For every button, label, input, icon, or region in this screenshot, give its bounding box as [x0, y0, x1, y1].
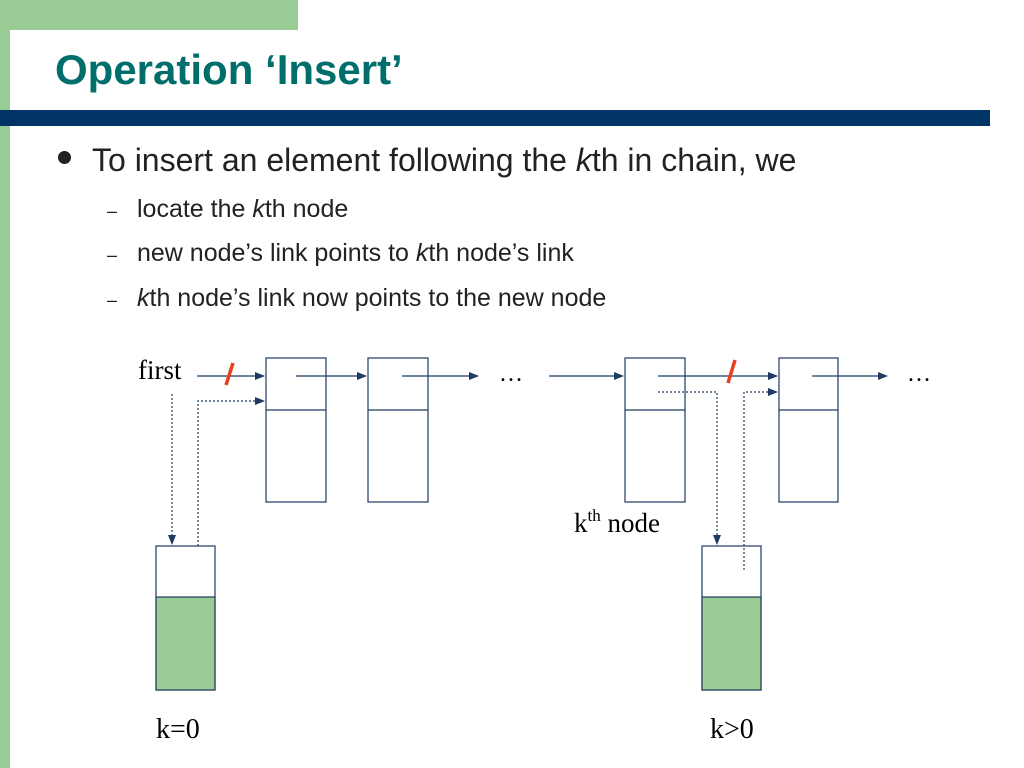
- slide-title: Operation ‘Insert’: [55, 46, 403, 93]
- new-node-to-successor-dotted-arrow: [743, 388, 778, 570]
- dash-icon: –: [107, 245, 118, 265]
- kth-node: [624, 357, 686, 503]
- chain-node-2: [367, 357, 429, 503]
- break-mark-first-link: [224, 362, 235, 386]
- left-green-strip: [0, 0, 10, 768]
- dash-icon: –: [107, 290, 118, 310]
- sub-bullet-text: locate the kth node: [137, 195, 349, 223]
- successor-node: [778, 357, 839, 503]
- sub-bullet-text: new node’s link points to kth node’s lin…: [137, 239, 574, 267]
- first-pointer-label: first: [138, 355, 182, 385]
- sub-bullet-text: kth node’s link now points to the new no…: [137, 284, 607, 312]
- new-node-to-node1-dotted-arrow: [197, 397, 265, 546]
- ellipsis-right: …: [907, 361, 931, 387]
- dash-icon: –: [107, 201, 118, 221]
- title-underline-bar: [0, 110, 990, 126]
- kth-node-label: kth node: [574, 506, 660, 538]
- top-green-tab: [0, 0, 298, 30]
- kth-to-new-node-dotted-arrow: [658, 391, 721, 545]
- case-k-equals-0-label: k=0: [156, 714, 200, 745]
- bullet-dot-icon: [58, 151, 71, 164]
- new-node-kgt0: [701, 545, 762, 691]
- sub-bullet-3: – kth node’s link now points to the new …: [107, 281, 606, 315]
- sub-bullet-2: – new node’s link points to kth node’s l…: [107, 236, 574, 270]
- ellipsis-left: …: [499, 361, 523, 387]
- case-k-greater-0-label: k>0: [710, 714, 754, 745]
- sub-bullet-1: – locate the kth node: [107, 192, 348, 226]
- break-mark-kth-link: [726, 359, 737, 384]
- chain-node-1: [265, 357, 327, 503]
- new-node-k0: [155, 545, 216, 691]
- main-bullet: To insert an element following the kth i…: [58, 138, 796, 182]
- main-bullet-text: To insert an element following the kth i…: [92, 142, 797, 178]
